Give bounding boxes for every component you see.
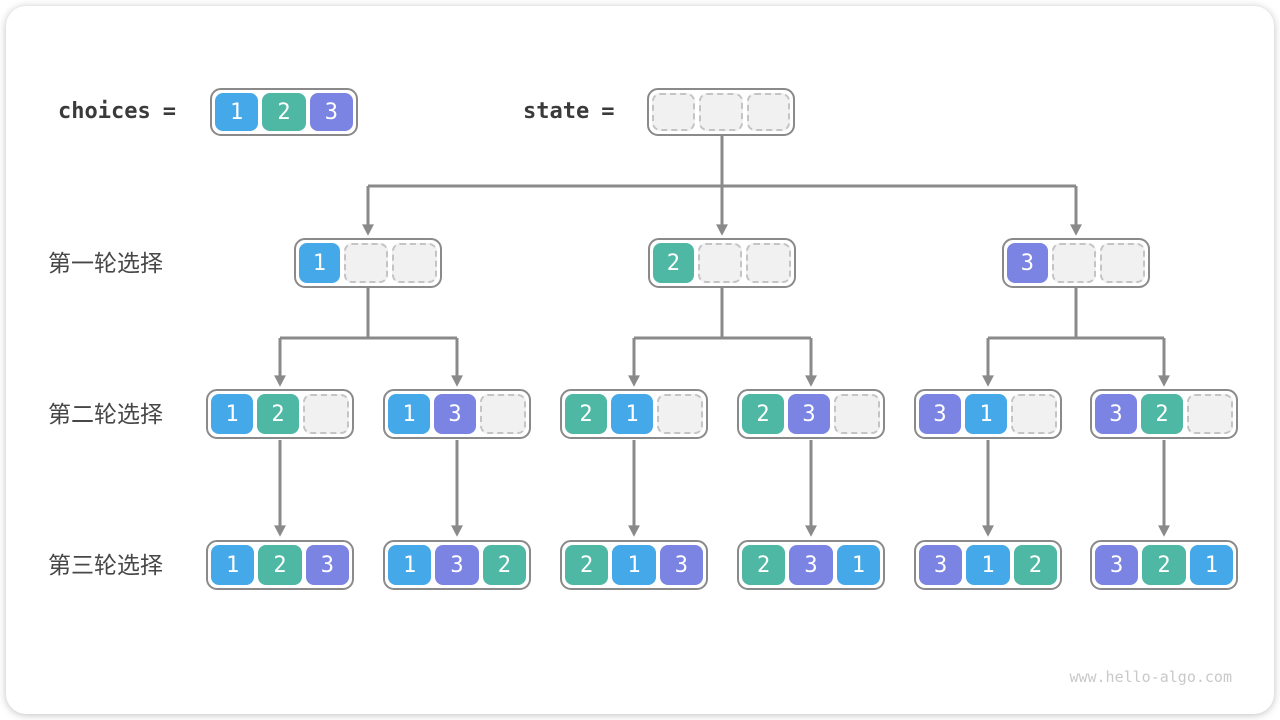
tree-node-level2: 1 2 [206, 389, 354, 439]
choices-equals-sign: = [162, 99, 176, 124]
cell [1187, 394, 1233, 434]
cell: 1 [388, 545, 432, 585]
cell: 3 [435, 545, 479, 585]
cell [480, 394, 526, 434]
cell: 2 [482, 545, 526, 585]
site-watermark: www.hello-algo.com [1069, 668, 1232, 686]
cell: 1 [966, 545, 1010, 585]
tree-node-level2: 2 3 [737, 389, 885, 439]
cell: 3 [434, 394, 476, 434]
cell [697, 243, 743, 283]
cell: 1 [215, 93, 259, 131]
state-equals-sign: = [601, 99, 615, 124]
choices-box: 1 2 3 [210, 88, 358, 136]
tree-node-level1: 3 [1002, 238, 1150, 288]
tree-node-level2: 3 1 [914, 389, 1062, 439]
round-3-label: 第三轮选择 [48, 552, 163, 578]
cell: 3 [309, 93, 353, 131]
choices-label-text: choices [58, 99, 151, 124]
cell: 2 [565, 545, 609, 585]
cell [652, 93, 696, 131]
cell: 2 [742, 394, 784, 434]
state-label-text: state [523, 99, 590, 124]
cell [746, 93, 790, 131]
cell: 2 [1013, 545, 1057, 585]
cell: 3 [919, 394, 961, 434]
cell [657, 394, 703, 434]
cell: 3 [789, 545, 833, 585]
cell: 1 [1189, 545, 1233, 585]
tree-node-level2: 1 3 [383, 389, 531, 439]
cell: 3 [1007, 243, 1048, 283]
cell [1051, 243, 1097, 283]
cell: 2 [1142, 545, 1186, 585]
cell [1011, 394, 1057, 434]
cell: 1 [612, 545, 656, 585]
state-label: state = [523, 88, 614, 136]
diagram-card [6, 6, 1274, 714]
round-1-label: 第一轮选择 [48, 250, 163, 276]
state-box [647, 88, 795, 136]
round-2-label: 第二轮选择 [48, 401, 163, 427]
cell: 3 [659, 545, 703, 585]
cell: 1 [211, 394, 253, 434]
cell: 2 [653, 243, 694, 283]
cell: 2 [258, 545, 302, 585]
cell: 2 [262, 93, 306, 131]
tree-node-level3: 1 2 3 [206, 540, 354, 590]
cell [834, 394, 880, 434]
cell [699, 93, 743, 131]
tree-node-level3: 2 1 3 [560, 540, 708, 590]
cell: 3 [305, 545, 349, 585]
tree-node-level1: 1 [294, 238, 442, 288]
tree-node-level3: 3 2 1 [1090, 540, 1238, 590]
cell: 1 [299, 243, 340, 283]
cell: 2 [1141, 394, 1183, 434]
cell: 1 [388, 394, 430, 434]
tree-node-level2: 3 2 [1090, 389, 1238, 439]
choices-label: choices = [58, 88, 176, 136]
cell: 3 [788, 394, 830, 434]
tree-node-level3: 1 3 2 [383, 540, 531, 590]
cell: 2 [257, 394, 299, 434]
cell: 2 [565, 394, 607, 434]
cell: 1 [965, 394, 1007, 434]
cell [343, 243, 389, 283]
cell: 3 [1095, 545, 1139, 585]
cell [303, 394, 349, 434]
tree-node-level2: 2 1 [560, 389, 708, 439]
cell: 1 [611, 394, 653, 434]
cell: 3 [1095, 394, 1137, 434]
cell: 3 [919, 545, 963, 585]
tree-node-level3: 2 3 1 [737, 540, 885, 590]
cell [1100, 243, 1146, 283]
cell: 2 [742, 545, 786, 585]
cell: 1 [211, 545, 255, 585]
tree-node-level3: 3 1 2 [914, 540, 1062, 590]
cell [746, 243, 792, 283]
cell: 1 [836, 545, 880, 585]
tree-node-level1: 2 [648, 238, 796, 288]
cell [392, 243, 438, 283]
